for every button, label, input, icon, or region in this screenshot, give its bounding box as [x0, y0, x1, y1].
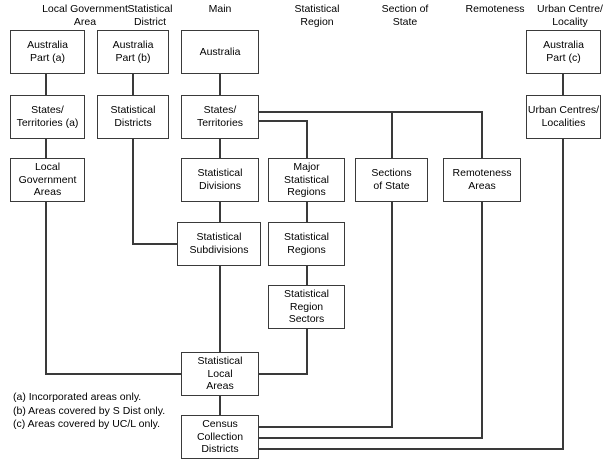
connector-states-territories-to-remoteness-areas: [259, 111, 483, 158]
node-australia[interactable]: Australia: [181, 30, 259, 74]
column-header-remoteness: Remoteness: [465, 3, 525, 15]
node-remoteness-areas[interactable]: Remoteness Areas: [443, 158, 521, 202]
column-header-statistical-district: Statistical District: [127, 3, 173, 28]
footnote-line: (a) Incorporated areas only.: [13, 391, 142, 403]
node-urban-centres-localities[interactable]: Urban Centres/ Localities: [526, 95, 601, 139]
connector-states-territories-to-major-statistical-regions: [259, 120, 308, 158]
node-australia-part-c[interactable]: Australia Part (c): [526, 30, 601, 74]
node-major-statistical-regions[interactable]: Major Statistical Regions: [268, 158, 345, 202]
column-header-section-of-state: Section of State: [381, 3, 429, 28]
node-statistical-districts[interactable]: Statistical Districts: [97, 95, 169, 139]
node-statistical-divisions[interactable]: Statistical Divisions: [181, 158, 259, 202]
column-header-statistical-region: Statistical Region: [294, 3, 340, 28]
node-australia-part-b[interactable]: Australia Part (b): [97, 30, 169, 74]
connector-statistical-region-sectors-to-statistical-local-areas: [259, 329, 308, 375]
column-header-main: Main: [208, 3, 232, 15]
connector-states-territories-to-sections-of-state: [259, 111, 393, 158]
column-header-urban-centre-locality: Urban Centre/ Locality: [537, 3, 603, 28]
connector-local-government-areas-to-statistical-local-areas: [45, 202, 181, 375]
node-australia-part-a[interactable]: Australia Part (a): [10, 30, 85, 74]
node-statistical-region-sectors[interactable]: Statistical Region Sectors: [268, 285, 345, 329]
node-census-collection-districts[interactable]: Census Collection Districts: [181, 415, 259, 459]
footnote-line: (c) Areas covered by UC/L only.: [13, 418, 161, 431]
node-states-territories-a[interactable]: States/ Territories (a): [10, 95, 85, 139]
node-statistical-local-areas[interactable]: Statistical Local Areas: [181, 352, 259, 396]
connector-statistical-districts-to-statistical-subdivisions: [132, 139, 177, 245]
node-statistical-subdivisions[interactable]: Statistical Subdivisions: [177, 222, 261, 266]
node-sections-of-state[interactable]: Sections of State: [355, 158, 428, 202]
node-statistical-regions[interactable]: Statistical Regions: [268, 222, 345, 266]
footnote-line: (b) Areas covered by S Dist only.: [13, 404, 166, 417]
node-states-territories[interactable]: States/ Territories: [181, 95, 259, 139]
node-local-government-areas[interactable]: Local Government Areas: [10, 158, 85, 202]
column-header-local-government-area: Local Government Area: [42, 3, 128, 28]
footnotes: (a) Incorporated areas only.(b) Areas co…: [13, 391, 165, 432]
